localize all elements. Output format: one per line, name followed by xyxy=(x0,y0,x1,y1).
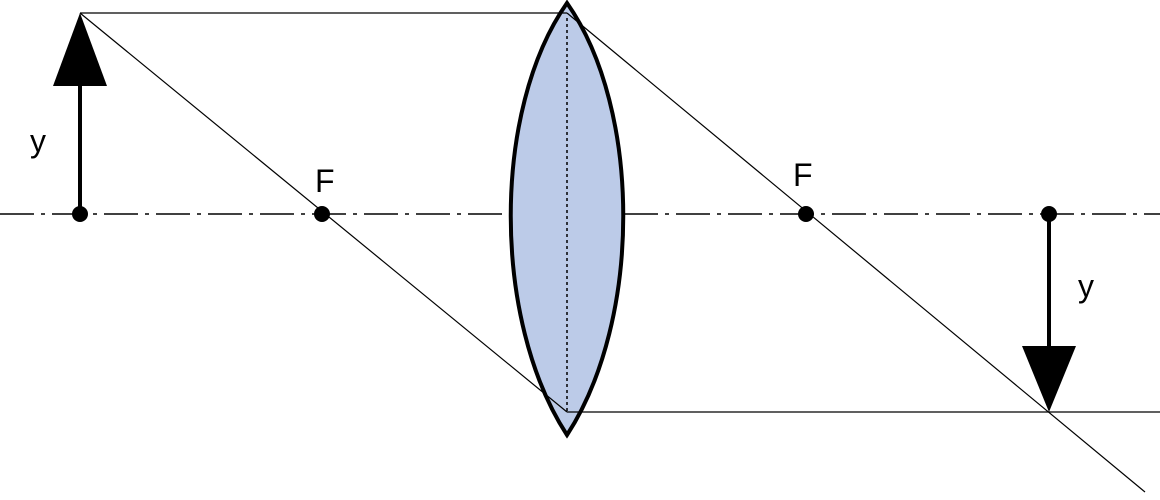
ray-parallel-refracted xyxy=(566,12,1146,493)
object-arrow-head xyxy=(53,13,107,86)
image-base-point xyxy=(1041,206,1057,222)
focal-point-right xyxy=(798,206,814,222)
image-arrow-head xyxy=(1022,346,1076,412)
object-base-point xyxy=(72,206,88,222)
focal-point-left-label: F xyxy=(315,163,335,199)
object-height-label: y xyxy=(30,123,46,159)
image-height-label: y xyxy=(1078,268,1094,304)
focal-point-left xyxy=(314,206,330,222)
focal-point-right-label: F xyxy=(793,157,813,193)
